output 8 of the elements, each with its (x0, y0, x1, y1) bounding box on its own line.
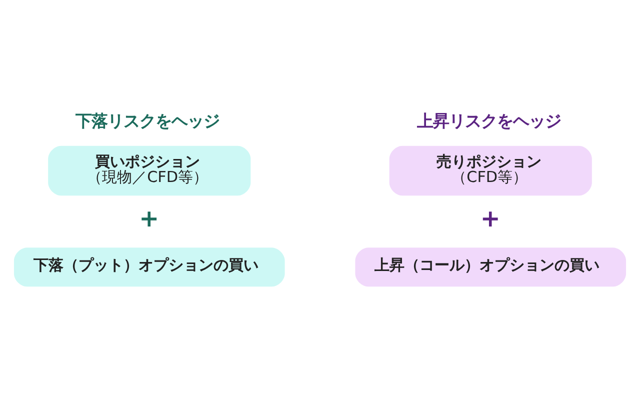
label: 下落リスクをヘッジ (76, 111, 220, 130)
label: + (480, 204, 500, 233)
label: + (139, 204, 160, 233)
node-box: 下落（プット）オプションの買い (14, 248, 285, 287)
node-box: 売りポジション （CFD等） (389, 146, 592, 196)
node-box: 上昇（コール）オプションの買い (355, 248, 626, 287)
label: 上昇リスクをヘッジ (416, 111, 561, 130)
node-box: 買いポジション （現物／CFD等） (48, 146, 251, 196)
